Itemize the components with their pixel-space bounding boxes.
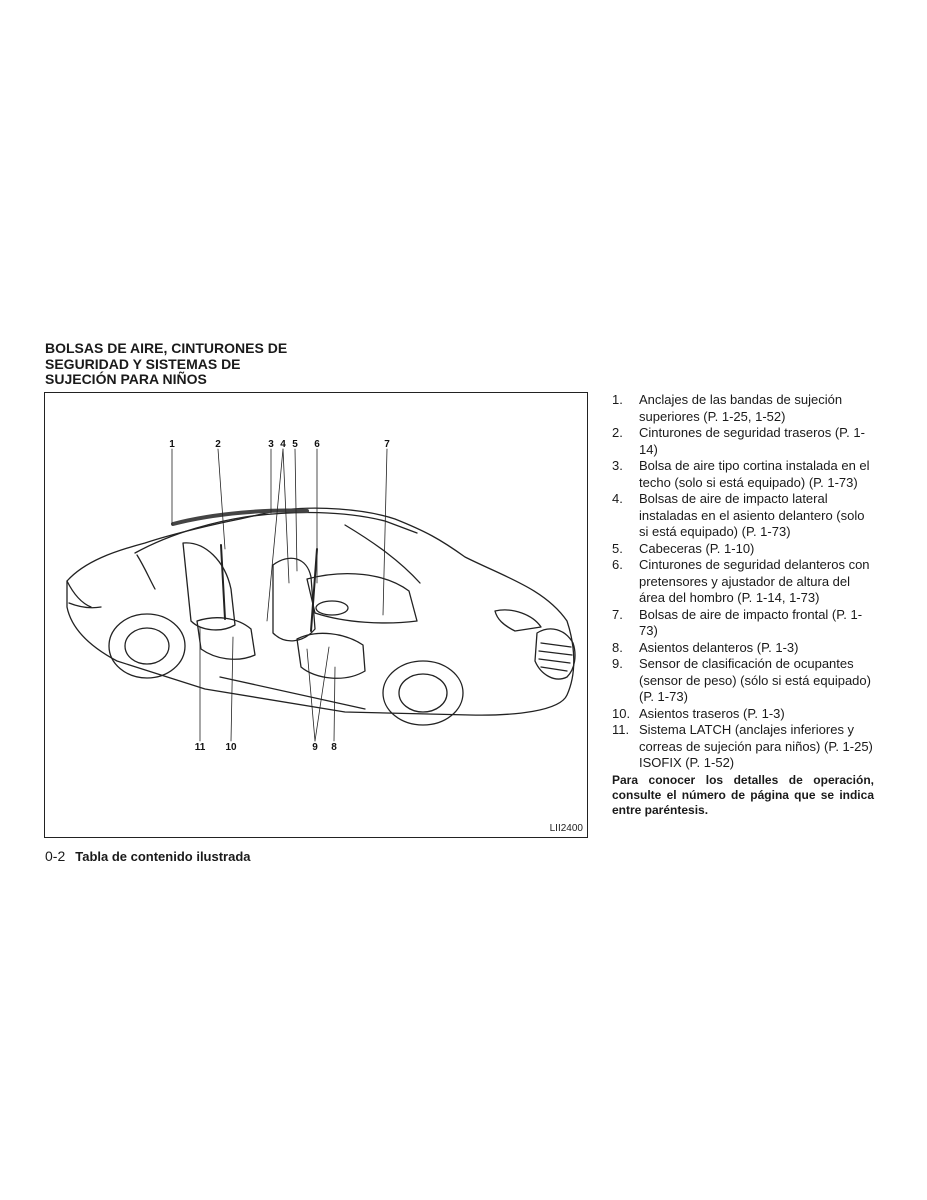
legend-item-number: 5. — [612, 540, 623, 556]
legend-note: Para conocer los detalles de operación, … — [612, 772, 874, 817]
callout-11: 11 — [194, 742, 206, 753]
car-tail — [66, 580, 102, 609]
legend-item-number: 6. — [612, 557, 623, 572]
legend-item-text: Sistema LATCH (anclajes inferiores y cor… — [639, 722, 873, 770]
legend-item: 5. Cabeceras (P. 1-10) — [612, 541, 874, 558]
legend: 1. Anclajes de las bandas de sujeción sup… — [612, 392, 874, 830]
section-title-line: SEGURIDAD Y SISTEMAS DE — [45, 355, 241, 372]
legend-item-text: Cinturones de seguridad traseros (P. 1-1… — [639, 425, 865, 457]
legend-item-text: Bolsas de aire de impacto frontal (P. 1-… — [639, 606, 863, 639]
door-sill — [219, 676, 366, 710]
legend-item-number: 2. — [612, 425, 623, 440]
section-title-line: SUJECIÓN PARA NIÑOS — [45, 371, 207, 387]
legend-item: 8. Asientos delanteros (P. 1-3) — [612, 640, 874, 657]
legend-item-number: 4. — [612, 491, 623, 506]
legend-item: 2. Cinturones de seguridad traseros (P. 1… — [612, 425, 874, 458]
rear-seat-belt — [220, 544, 226, 620]
callout-9: 9 — [312, 742, 318, 753]
steering-wheel — [315, 600, 349, 616]
section-title-line: BOLSAS DE AIRE, CINTURONES DE — [45, 340, 288, 356]
legend-item: 6. Cinturones de seguridad delanteros con… — [612, 557, 874, 607]
car-headlight — [494, 609, 542, 632]
car-rear-window — [136, 554, 156, 590]
page-footer: 0-2 Tabla de contenido ilustrada — [45, 848, 251, 864]
rear-seat-shape — [182, 542, 236, 631]
page-number: 0-2 — [45, 848, 66, 864]
legend-list: 1. Anclajes de las bandas de sujeción sup… — [612, 392, 874, 772]
legend-item: 1. Anclajes de las bandas de sujeción sup… — [612, 392, 874, 425]
callout-8: 8 — [331, 742, 337, 753]
callout-1: 1 — [169, 439, 175, 450]
front-seat-belt — [310, 548, 318, 632]
car-illustration-figure: 1 2 3 4 5 6 7 11 10 9 8 LII2400 — [44, 392, 588, 838]
callout-3: 3 — [268, 439, 274, 450]
legend-item: 9. Sensor de clasificación de ocupantes (… — [612, 656, 874, 706]
callout-6: 6 — [314, 439, 320, 450]
callout-10: 10 — [225, 742, 237, 753]
legend-item-text: Bolsas de aire de impacto lateral instal… — [639, 491, 865, 539]
callout-4: 4 — [280, 439, 286, 450]
legend-item-text: Asientos traseros (P. 1-3) — [639, 705, 785, 721]
footer-title: Tabla de contenido ilustrada — [75, 849, 251, 864]
legend-item-number: 8. — [612, 639, 623, 655]
legend-item-text: Anclajes de las bandas de sujeción super… — [639, 392, 843, 424]
legend-item: 10. Asientos traseros (P. 1-3) — [612, 706, 874, 723]
curtain-airbag — [171, 508, 309, 526]
callout-2: 2 — [215, 439, 221, 450]
front-seat-shape — [272, 557, 316, 642]
front-wheel-hub — [398, 673, 448, 713]
legend-item: 3. Bolsa de aire tipo cortina instalada e… — [612, 458, 874, 491]
dashboard — [306, 572, 418, 624]
legend-item-text: Cinturones de seguridad delanteros con p… — [639, 557, 870, 605]
legend-item-text: Asientos delanteros (P. 1-3) — [639, 639, 799, 655]
legend-item-number: 9. — [612, 656, 623, 671]
car-illustration — [66, 448, 576, 742]
car-body-outline — [66, 507, 575, 716]
leader-lines — [171, 448, 388, 742]
legend-item: 7. Bolsas de aire de impacto frontal (P. … — [612, 607, 874, 640]
legend-item-number: 11. — [612, 722, 630, 737]
legend-item-text: Bolsa de aire tipo cortina instalada en … — [639, 458, 870, 490]
legend-item: 4. Bolsas de aire de impacto lateral inst… — [612, 491, 874, 541]
callout-7: 7 — [384, 439, 390, 450]
rear-wheel — [108, 613, 186, 679]
legend-item: 11. Sistema LATCH (anclajes inferiores y … — [612, 722, 874, 772]
car-windshield — [344, 524, 421, 584]
legend-item-text: Sensor de clasificación de ocupantes (se… — [639, 656, 871, 704]
car-roof — [134, 511, 418, 554]
figure-code: LII2400 — [549, 823, 583, 834]
legend-item-number: 3. — [612, 458, 623, 473]
rear-wheel-hub — [124, 627, 170, 665]
callout-5: 5 — [292, 439, 298, 450]
legend-item-number: 10. — [612, 705, 631, 721]
car-grille — [534, 628, 576, 680]
front-wheel — [382, 660, 464, 726]
legend-item-text: Cabeceras (P. 1-10) — [639, 540, 755, 556]
legend-item-number: 7. — [612, 606, 623, 622]
legend-item-number: 1. — [612, 392, 623, 407]
section-title: BOLSAS DE AIRE, CINTURONES DE SEGURIDAD … — [45, 340, 345, 388]
